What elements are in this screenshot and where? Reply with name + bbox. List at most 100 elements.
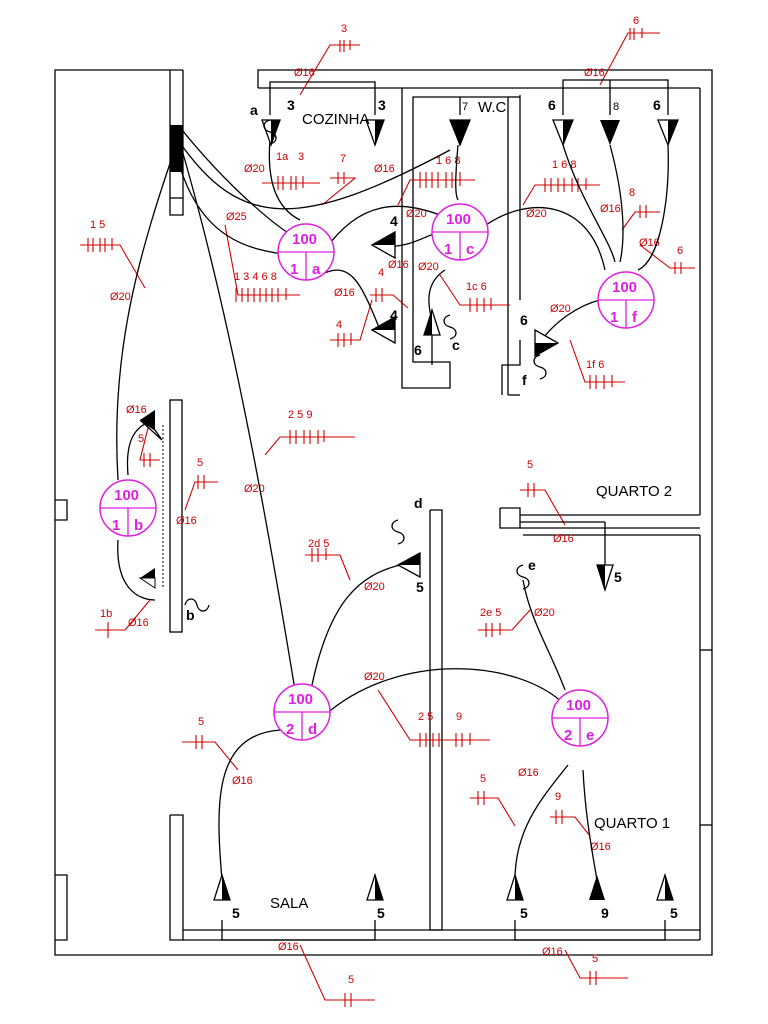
svg-text:5: 5 xyxy=(377,905,385,921)
switch-a[interactable] xyxy=(263,119,277,145)
svg-text:7: 7 xyxy=(462,101,468,113)
svg-text:Ø16: Ø16 xyxy=(374,163,395,175)
svg-text:6: 6 xyxy=(677,245,683,257)
outlet-wc[interactable] xyxy=(449,119,471,147)
svg-text:1: 1 xyxy=(112,517,120,534)
svg-text:Ø25: Ø25 xyxy=(226,211,247,223)
switches: a b c d e f xyxy=(184,102,547,623)
left-window-2 xyxy=(55,874,68,941)
svg-text:b: b xyxy=(134,517,143,534)
svg-text:Ø16: Ø16 xyxy=(553,533,574,545)
outlet-q1-mid[interactable] xyxy=(589,875,605,900)
svg-text:4: 4 xyxy=(390,307,398,323)
svg-text:5: 5 xyxy=(614,569,622,585)
svg-text:6: 6 xyxy=(520,312,528,328)
outer-wall xyxy=(54,69,713,956)
svg-text:4: 4 xyxy=(378,267,384,279)
svg-text:9: 9 xyxy=(555,791,561,803)
svg-text:Ø16: Ø16 xyxy=(176,515,197,527)
room-wc: W.C xyxy=(478,99,506,116)
svg-text:100: 100 xyxy=(114,487,139,504)
svg-text:Ø16: Ø16 xyxy=(334,287,355,299)
switch-e[interactable] xyxy=(516,564,530,590)
svg-text:4: 4 xyxy=(390,213,398,229)
svg-text:7: 7 xyxy=(340,153,346,165)
switch-d[interactable] xyxy=(391,519,405,545)
lamp-a[interactable]: 100 1 a xyxy=(277,223,335,281)
switch-b[interactable] xyxy=(184,598,210,612)
svg-text:Ø16: Ø16 xyxy=(518,767,539,779)
svg-text:1: 1 xyxy=(290,261,298,278)
svg-text:Ø16: Ø16 xyxy=(128,617,149,629)
lamp-c[interactable]: 100 1 c xyxy=(431,203,489,261)
svg-text:5: 5 xyxy=(592,953,598,965)
svg-text:9: 9 xyxy=(601,905,609,921)
outlet-q2-mid[interactable] xyxy=(600,120,620,145)
switch-c[interactable] xyxy=(443,314,457,340)
lamp-e[interactable]: 100 2 e xyxy=(551,689,609,747)
svg-text:a: a xyxy=(312,261,321,278)
svg-text:b: b xyxy=(186,607,195,623)
svg-text:Ø16: Ø16 xyxy=(584,67,605,79)
svg-text:6: 6 xyxy=(653,97,661,113)
svg-text:e: e xyxy=(586,727,594,744)
outlets: 3 3 7 6 8 6 4 4 6 6 xyxy=(138,97,679,921)
svg-text:3: 3 xyxy=(287,97,295,113)
svg-text:Ø20: Ø20 xyxy=(244,163,265,175)
svg-text:8: 8 xyxy=(629,187,635,199)
svg-text:Ø16: Ø16 xyxy=(278,941,299,953)
svg-text:Ø16: Ø16 xyxy=(126,404,147,416)
svg-text:d: d xyxy=(308,721,317,738)
svg-text:3: 3 xyxy=(378,97,386,113)
svg-text:1: 1 xyxy=(610,309,618,326)
svg-text:Ø20: Ø20 xyxy=(244,483,265,495)
svg-text:2: 2 xyxy=(286,721,294,738)
svg-text:Ø20: Ø20 xyxy=(364,671,385,683)
svg-text:1c 6: 1c 6 xyxy=(466,281,487,293)
svg-text:6: 6 xyxy=(414,342,422,358)
svg-text:e: e xyxy=(528,557,536,573)
lamp-b[interactable]: 100 1 b xyxy=(99,479,157,537)
lamp-f[interactable]: 100 1 f xyxy=(597,271,655,329)
svg-text:5: 5 xyxy=(232,905,240,921)
svg-text:6: 6 xyxy=(633,15,639,27)
svg-text:Ø20: Ø20 xyxy=(364,581,385,593)
svg-text:2 5: 2 5 xyxy=(418,711,433,723)
svg-text:Ø16: Ø16 xyxy=(232,775,253,787)
outlet-b-top[interactable] xyxy=(139,419,163,441)
svg-text:100: 100 xyxy=(292,231,317,248)
svg-text:5: 5 xyxy=(138,433,144,445)
lamps: 100 1 a 100 1 b 100 1 c 100 1 xyxy=(99,203,655,747)
svg-text:1: 1 xyxy=(444,241,452,258)
svg-text:5: 5 xyxy=(520,905,528,921)
room-cozinha: COZINHA xyxy=(302,111,370,128)
svg-text:Ø16: Ø16 xyxy=(639,237,660,249)
svg-text:5: 5 xyxy=(527,459,533,471)
switch-f[interactable] xyxy=(533,354,547,380)
svg-text:100: 100 xyxy=(566,697,591,714)
svg-text:d: d xyxy=(414,495,423,511)
svg-text:Ø16: Ø16 xyxy=(388,259,409,271)
lamp-d[interactable]: 100 2 d xyxy=(273,683,331,741)
wiring xyxy=(116,79,669,941)
left-window-1 xyxy=(55,499,68,521)
svg-text:Ø20: Ø20 xyxy=(418,261,439,273)
svg-text:Ø16: Ø16 xyxy=(600,203,621,215)
svg-text:1a: 1a xyxy=(276,151,289,163)
svg-text:2 5 9: 2 5 9 xyxy=(288,409,312,421)
svg-text:Ø16: Ø16 xyxy=(590,841,611,853)
svg-text:5: 5 xyxy=(198,716,204,728)
svg-text:1 6 8: 1 6 8 xyxy=(436,155,460,167)
svg-text:8: 8 xyxy=(613,101,619,113)
svg-text:f: f xyxy=(522,372,527,388)
svg-text:100: 100 xyxy=(612,279,637,296)
svg-text:Ø20: Ø20 xyxy=(110,291,131,303)
svg-text:1 5: 1 5 xyxy=(90,219,105,231)
svg-text:4: 4 xyxy=(336,319,342,331)
svg-text:3: 3 xyxy=(298,151,304,163)
svg-text:Ø16: Ø16 xyxy=(542,946,563,958)
svg-text:9: 9 xyxy=(456,711,462,723)
svg-text:1b: 1b xyxy=(100,608,112,620)
svg-text:a: a xyxy=(250,102,258,118)
